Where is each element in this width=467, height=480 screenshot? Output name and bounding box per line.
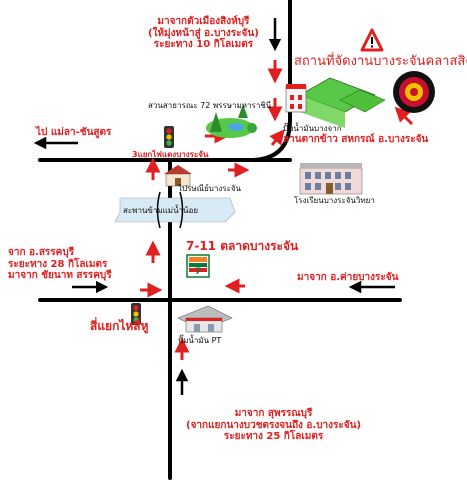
label-school: โรงเรียนบางระจันวิทยา: [294, 196, 375, 205]
label-line: จาก อ.สรรคบุรี: [8, 247, 75, 258]
park-icon: [206, 104, 257, 138]
seal-logo: [393, 71, 435, 113]
building-icon: [299, 163, 363, 195]
warning-sign-icon: [360, 28, 384, 52]
traffic-light-icon: [164, 126, 174, 148]
label-gas-station: ปั๊มน้ำมันบางจาก: [283, 124, 342, 133]
seven-eleven-logo: 7: [186, 254, 210, 278]
label-line: (จากแยกนางบวชตรงจนถึง อ.บางระจัน): [186, 419, 362, 431]
label-line: มาจาก ชัยนาท สรรคบุรี: [8, 270, 112, 281]
label-intersection-4: สี่แยกไหสี่หู: [90, 319, 149, 333]
label-venue: สถานที่จัดงานบางระจันคลาสสิค: [294, 54, 467, 69]
label-line: (ให้มุ่งหน้าสู่ อ.บางระจัน): [148, 27, 259, 39]
label-bridge: สะพานข้ามแม่น้ำน้อย: [123, 206, 198, 215]
label-intersection-3: 3แยกไฟแดงบางระจัน: [132, 150, 209, 159]
building-icon: [164, 165, 192, 187]
label-post-office: ไปรษณีย์บางระจัน: [178, 184, 242, 193]
label-from-singburi: มาจากตัวเมืองสิงห์บุรี (ให้มุ่งหน้าสู่ อ…: [148, 16, 259, 51]
label-from-sankhaburi: จาก อ.สรรคบุรี ระยะทาง 28 กิโลเมตร มาจาก…: [8, 247, 112, 282]
traffic-light-icon: [131, 303, 141, 325]
label-from-khaibangrachan: มาจาก อ.ค่ายบางระจัน: [297, 272, 399, 283]
label-line: ระยะทาง 25 กิโลเมตร: [223, 431, 324, 442]
label-to-maela: ไป แม่ลา-ชันสูตร: [36, 127, 112, 138]
black-arrows: [33, 18, 395, 395]
fuel-pump-icon: [177, 305, 233, 333]
label-line: ระยะทาง 28 กิโลเมตร: [8, 258, 108, 270]
label-line: ระยะทาง 10 กิโลเมตร: [153, 39, 254, 50]
svg-text:7: 7: [195, 267, 201, 277]
label-line: มาจากตัวเมืองสิงห์บุรี: [157, 16, 250, 27]
label-park: สวนสาธารณะ 72 พรรษามหาราชินี: [148, 101, 272, 110]
label-from-suphanburi: มาจาก สุพรรณบุรี (จากแยกนางบวชตรงจนถึง อ…: [186, 408, 361, 443]
label-seven-eleven: 7-11 ตลาดบางระจัน: [186, 239, 299, 253]
venue-complex: [285, 77, 386, 128]
label-rice-yard: ลานตากข้าว สหกรณ์ อ.บางระจัน: [283, 134, 429, 145]
label-pt-station: ปั๊มน้ำมัน PT: [178, 336, 222, 345]
label-line: มาจาก สุพรรณบุรี: [234, 408, 313, 419]
river-bridge: [114, 191, 236, 229]
